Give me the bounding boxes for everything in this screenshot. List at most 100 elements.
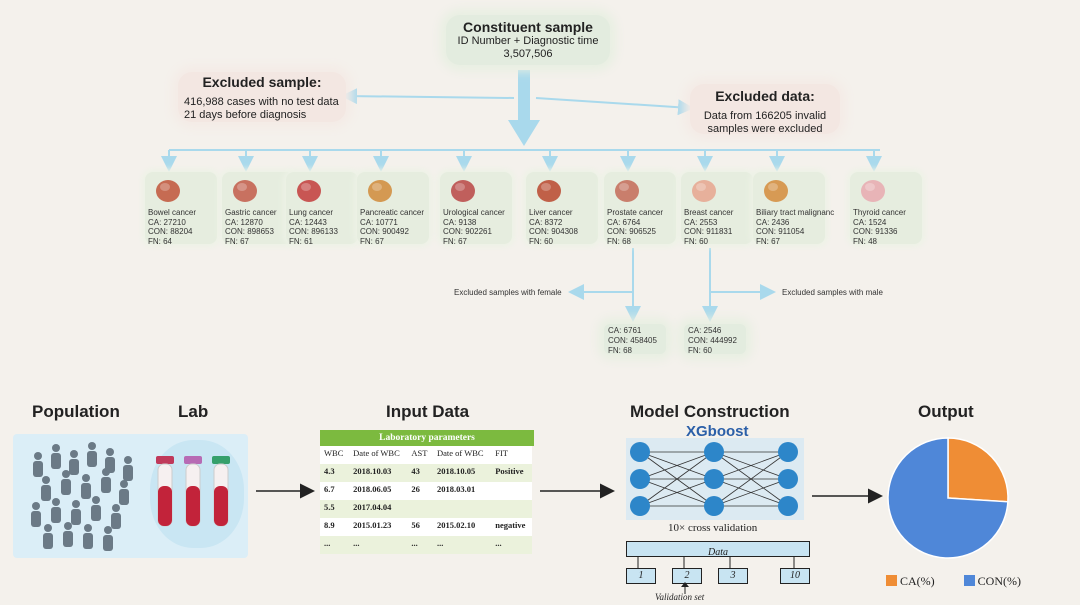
liver-icon: [534, 176, 564, 204]
cancer-con: CON: 88204: [148, 227, 193, 236]
arrow-to-excluded-sample: [341, 88, 515, 105]
bowel-icon: [153, 176, 183, 204]
nn-edge: [713, 478, 789, 507]
nn-edge: [639, 478, 715, 507]
gallbladder-icon: [761, 176, 791, 204]
person-icon: [103, 526, 113, 551]
legend-con-swatch: [963, 575, 975, 586]
excluded-data-box: Excluded data: Data from 166205 invalid …: [690, 84, 840, 135]
excluded-sample-box: Excluded sample: 416,988 cases with no t…: [178, 72, 346, 122]
cancer-fn: FN: 60: [684, 236, 709, 246]
cancer-fn: FN: 67: [443, 236, 468, 246]
nn-node: [778, 469, 798, 489]
cancer-con: CON: 896133: [289, 227, 338, 236]
lung-icon: [294, 176, 324, 204]
cancer-con: CON: 91336: [853, 227, 898, 236]
person-icon: [51, 444, 61, 469]
person-icon: [63, 522, 73, 547]
kidney-icon: [448, 176, 478, 204]
excluded-sample-line1: 416,988 cases with no test data: [184, 96, 339, 108]
nn-node: [630, 442, 650, 462]
fold-connectors: [637, 556, 795, 568]
nn-edge: [639, 451, 715, 480]
person-icon: [71, 500, 81, 525]
breast-result-box: CA: 2546 CON: 444992 FN: 60: [684, 324, 746, 355]
lab-table-cell: ...: [407, 536, 434, 554]
nn-node: [704, 442, 724, 462]
cancer-name: Lung cancer: [289, 208, 334, 217]
lab-table-cell: 2018.10.03: [349, 464, 408, 482]
stomach-icon: [230, 176, 260, 204]
cancer-con: CON: 906525: [607, 227, 656, 236]
table-row: ...............: [320, 536, 532, 554]
cancer-con: CON: 911831: [684, 227, 733, 236]
nn-node: [630, 496, 650, 516]
lab-table-cell: [491, 482, 532, 500]
blood-tubes-icon: [156, 456, 230, 527]
lab-table-cell: 26: [407, 482, 434, 500]
lab-table-cell: 2015.01.23: [349, 518, 408, 536]
lab-table-cell: 2018.03.01: [433, 482, 492, 500]
person-icon: [87, 442, 97, 467]
nn-node: [778, 496, 798, 516]
cancer-con: CON: 898653: [225, 227, 274, 236]
cancer-con: CON: 900492: [360, 227, 409, 236]
cancer-name: Biliary tract malignanc: [756, 208, 835, 217]
nn-node: [704, 496, 724, 516]
cancer-ca: CA: 2553: [684, 217, 718, 227]
lab-table-cell: 2018.06.05: [349, 482, 408, 500]
person-icon: [41, 476, 51, 501]
person-icon: [43, 524, 53, 549]
lab-table-header: FIT: [491, 446, 532, 464]
lab-table-cell: ...: [491, 536, 532, 554]
lab-table-cell: 6.7: [320, 482, 350, 500]
constituent-sample-box: Constituent sample ID Number + Diagnosti…: [446, 15, 610, 65]
excluded-female-label: Excluded samples with female: [454, 288, 562, 297]
lab-table-cell: 5.5: [320, 500, 350, 518]
nn-node: [630, 469, 650, 489]
input-data-heading: Input Data: [386, 402, 470, 421]
constituent-title: Constituent sample: [463, 19, 593, 35]
pie-slice-con: [887, 437, 1009, 559]
cancer-name: Pancreatic cancer: [360, 208, 425, 217]
lab-table-header: AST: [407, 446, 434, 464]
nn-node: [778, 442, 798, 462]
cancer-ca: CA: 8372: [529, 217, 563, 227]
thyroid-icon: [858, 176, 888, 204]
person-icon: [81, 474, 91, 499]
cancer-ca: CA: 10771: [360, 217, 398, 227]
person-icon: [33, 452, 43, 477]
data-bar: Data: [626, 541, 810, 558]
person-icon: [83, 524, 93, 549]
arrow-to-excluded-data: [535, 97, 694, 116]
lab-table-cell: 2015.02.10: [433, 518, 492, 536]
cancer-name: Liver cancer: [529, 208, 573, 217]
lab-heading: Lab: [178, 402, 209, 421]
cancer-fn: FN: 67: [360, 236, 385, 246]
cancer-fn: FN: 64: [148, 236, 173, 246]
prostate-icon: [612, 176, 642, 204]
fold-box: 3: [718, 568, 748, 584]
cancer-ca: CA: 12870: [225, 217, 263, 227]
cancer-con: CON: 911054: [756, 227, 805, 236]
lab-table-cell: 43: [407, 464, 434, 482]
lab-table-header: WBC: [320, 446, 350, 464]
person-icon: [91, 496, 101, 521]
cancer-name: Bowel cancer: [148, 208, 197, 217]
breast-result-con: CON: 444992: [688, 336, 737, 345]
cancer-name: Urological cancer: [443, 208, 505, 217]
cancer-fn: FN: 61: [289, 236, 314, 246]
lab-table-cell: 2018.10.05: [433, 464, 492, 482]
lab-table-cell: 56: [407, 518, 434, 536]
